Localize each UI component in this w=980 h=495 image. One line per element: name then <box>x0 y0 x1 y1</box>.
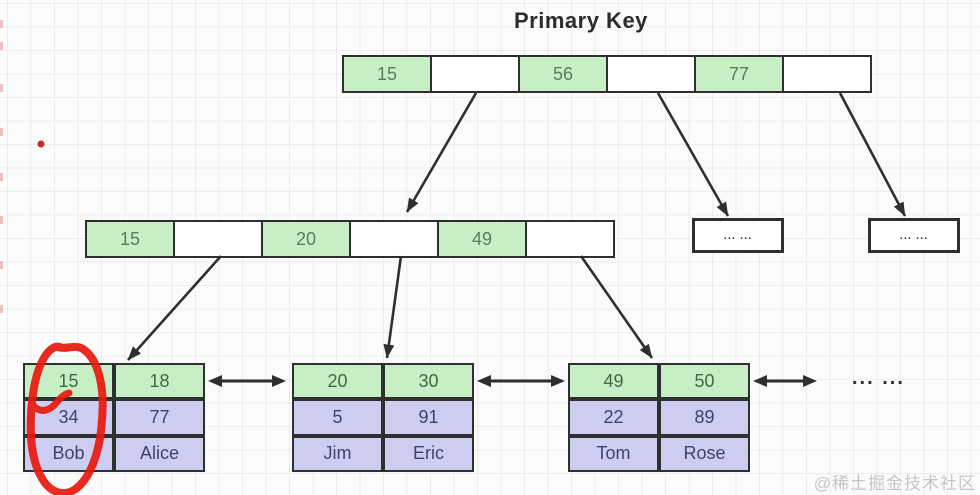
root-pointer-cell <box>430 55 520 93</box>
leaf-data-cell: Tom <box>568 435 659 472</box>
double-arrow-leaf3-more <box>753 375 817 387</box>
root-pointer-cell <box>606 55 696 93</box>
internal-pointer-cell <box>349 220 439 258</box>
leaf-data-cell: 5 <box>292 399 383 436</box>
double-arrow-leaf1-leaf2 <box>208 375 286 387</box>
leaf-key-cell: 20 <box>292 363 383 400</box>
leaf-key-cell: 49 <box>568 363 659 400</box>
leaf-data-cell: 91 <box>383 399 474 436</box>
sibling-placeholder-node: ... ... <box>692 218 784 253</box>
arrow-internal-to-leaf1 <box>127 255 222 361</box>
leaf-key-cell: 30 <box>383 363 474 400</box>
leaf-key-cell: 18 <box>114 363 205 400</box>
root-key-cell: 56 <box>518 55 608 93</box>
leaf-node: 49 50 22 89 Tom Rose <box>568 363 750 472</box>
leaf-data-cell: Alice <box>114 435 205 472</box>
arrow-root-to-internal <box>405 92 478 213</box>
leaf-data-cell: 89 <box>659 399 750 436</box>
leaf-key-cell: 15 <box>23 363 114 400</box>
internal-key-cell: 49 <box>437 220 527 258</box>
arrow-internal-to-leaf2 <box>383 255 403 359</box>
left-edge-red-ticks <box>0 20 3 313</box>
double-arrow-leaf2-leaf3 <box>477 375 565 387</box>
page-title: Primary Key <box>514 8 648 33</box>
leaf-node: 20 30 5 91 Jim Eric <box>292 363 474 472</box>
internal-key-cell: 20 <box>261 220 351 258</box>
root-pointer-cell <box>782 55 872 93</box>
leaf-data-cell: Bob <box>23 435 114 472</box>
internal-node: 15 20 49 <box>85 220 615 258</box>
arrow-root-to-sibling-left <box>656 92 730 217</box>
root-key-cell: 15 <box>342 55 432 93</box>
leaf-data-cell: Eric <box>383 435 474 472</box>
leaf-node: 15 18 34 77 Bob Alice <box>23 363 205 472</box>
red-dot-annotation <box>37 140 45 148</box>
leaf-data-cell: Rose <box>659 435 750 472</box>
internal-pointer-cell <box>173 220 263 258</box>
leaf-chain-ellipsis: ... ... <box>852 367 905 389</box>
leaf-data-cell: Jim <box>292 435 383 472</box>
arrow-root-to-sibling-right <box>838 92 907 217</box>
leaf-data-cell: 22 <box>568 399 659 436</box>
root-key-cell: 77 <box>694 55 784 93</box>
leaf-data-cell: 77 <box>114 399 205 436</box>
leaf-key-cell: 50 <box>659 363 750 400</box>
leaf-data-cell: 34 <box>23 399 114 436</box>
arrow-internal-to-leaf3 <box>579 255 654 359</box>
internal-key-cell: 15 <box>85 220 175 258</box>
internal-pointer-cell <box>525 220 615 258</box>
root-node: 15 56 77 <box>342 55 872 93</box>
watermark: @稀土掘金技术社区 <box>813 474 976 493</box>
sibling-placeholder-node: ... ... <box>868 218 960 253</box>
